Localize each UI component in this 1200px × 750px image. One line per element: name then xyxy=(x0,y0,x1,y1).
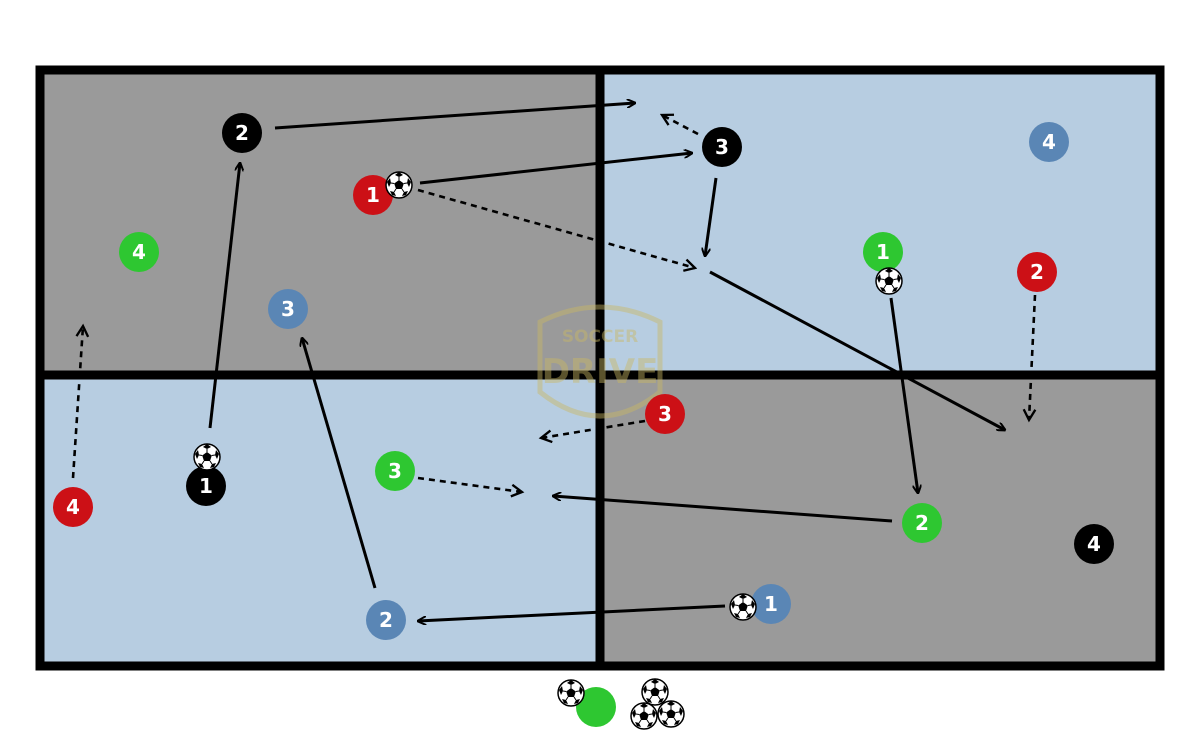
player-marker xyxy=(222,113,262,153)
player-black-4: 4 xyxy=(1074,524,1114,564)
soccer-ball-icon xyxy=(875,267,903,295)
player-label: 1 xyxy=(366,183,380,207)
player-label: 4 xyxy=(1042,130,1056,154)
watermark-logo: SOCCER DRIVE xyxy=(537,304,663,419)
player-label: 3 xyxy=(388,459,402,483)
player-marker xyxy=(353,175,393,215)
run-arrows xyxy=(71,115,1035,492)
pass-arrow xyxy=(274,103,635,130)
watermark-line2: DRIVE xyxy=(542,352,659,392)
player-red-2: 2 xyxy=(1017,252,1057,292)
player-label: 3 xyxy=(281,297,295,321)
player-blue-1: 1 xyxy=(751,584,791,624)
player-marker xyxy=(902,503,942,543)
player-red-3: 3 xyxy=(645,394,685,434)
player-label: 4 xyxy=(1087,532,1101,556)
player-green-4: 4 xyxy=(119,232,159,272)
player-marker xyxy=(268,289,308,329)
run-arrow xyxy=(71,326,83,479)
zone-bottom-left xyxy=(40,375,600,666)
pass-arrow xyxy=(418,604,726,621)
player-label: 4 xyxy=(66,495,80,519)
player-green-2: 2 xyxy=(902,503,942,543)
player-green-3: 3 xyxy=(375,451,415,491)
soccer-ball-icon xyxy=(729,593,757,621)
player-marker xyxy=(751,584,791,624)
pass-arrows xyxy=(208,103,1005,621)
player-black-1: 1 xyxy=(186,466,226,506)
pass-arrow xyxy=(208,163,240,429)
watermark-line1: SOCCER xyxy=(562,327,638,347)
player-label: 3 xyxy=(658,402,672,426)
soccer-ball-icon xyxy=(193,443,221,471)
player-marker xyxy=(645,394,685,434)
soccer-ball-icon xyxy=(557,679,585,707)
zone-top-right xyxy=(600,70,1160,375)
player-label: 2 xyxy=(1030,260,1044,284)
player-red-4: 4 xyxy=(53,487,93,527)
player-green-1: 1 xyxy=(863,232,903,272)
player-marker xyxy=(366,600,406,640)
player-label: 2 xyxy=(915,511,929,535)
player-marker xyxy=(1029,122,1069,162)
player-marker xyxy=(863,232,903,272)
player-label: 1 xyxy=(764,592,778,616)
player-blue-4: 4 xyxy=(1029,122,1069,162)
player-label: 1 xyxy=(876,240,890,264)
player-black-3: 3 xyxy=(702,127,742,167)
player-marker xyxy=(186,466,226,506)
player-label: 2 xyxy=(235,121,249,145)
player-label: 1 xyxy=(199,474,213,498)
player-label: 2 xyxy=(379,608,393,632)
pass-arrow xyxy=(709,270,1005,430)
player-label: 3 xyxy=(715,135,729,159)
players: 1 2 3 4 1 2 3 4 xyxy=(53,113,1114,727)
soccer-ball-icon xyxy=(657,700,685,728)
player-blue-3: 3 xyxy=(268,289,308,329)
soccer-ball-icon xyxy=(630,702,658,730)
player-black-2: 2 xyxy=(222,113,262,153)
pass-arrow xyxy=(553,496,893,523)
run-arrow xyxy=(417,188,695,268)
zone-top-left xyxy=(40,70,600,375)
player-marker xyxy=(1017,252,1057,292)
run-arrow xyxy=(1029,294,1035,420)
player-label: 4 xyxy=(132,240,146,264)
run-arrow xyxy=(662,115,699,136)
player-marker xyxy=(702,127,742,167)
player-marker xyxy=(119,232,159,272)
pass-arrow xyxy=(302,338,377,589)
player-marker xyxy=(375,451,415,491)
pass-arrow xyxy=(705,177,718,256)
soccer-ball-icon xyxy=(641,678,669,706)
coach-marker xyxy=(576,687,616,727)
player-red-1: 1 xyxy=(353,175,393,215)
pass-arrow xyxy=(889,297,918,493)
field xyxy=(35,65,1165,671)
soccer-ball-icon xyxy=(385,171,413,199)
player-blue-2: 2 xyxy=(366,600,406,640)
pass-arrow xyxy=(419,153,692,185)
player-marker xyxy=(53,487,93,527)
player-marker xyxy=(1074,524,1114,564)
